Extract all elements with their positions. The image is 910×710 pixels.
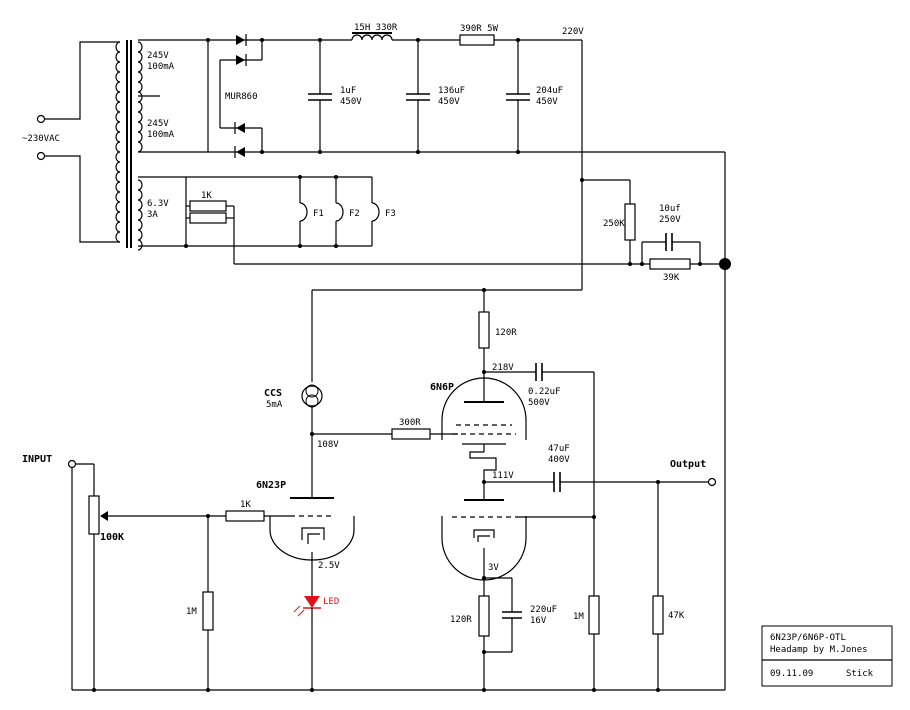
- filament-f3-label: F3: [385, 209, 396, 219]
- potentiometer-label: 100K: [100, 532, 124, 543]
- resistor-39k-label: 39K: [663, 273, 680, 283]
- filament-f1-label: F1: [313, 209, 324, 219]
- cap-47u-value: 47uF: [548, 444, 570, 454]
- resistor-300r-label: 300R: [399, 418, 421, 428]
- filament-f1-icon: [299, 202, 308, 222]
- title-line-2: Headamp by M.Jones: [770, 645, 868, 655]
- cap-10u-value: 10uf: [659, 204, 681, 214]
- resistor-120r-bottom-label: 120R: [450, 615, 472, 625]
- cap-c1-voltage: 450V: [340, 97, 362, 107]
- title-author: Stick: [846, 669, 874, 679]
- secondary-1-current: 100mA: [147, 62, 175, 72]
- mains-terminal-2: [36, 151, 46, 161]
- input-label: INPUT: [22, 454, 52, 465]
- cap-220u-value: 220uF: [530, 605, 557, 615]
- cap-022-voltage: 500V: [528, 398, 550, 408]
- mains-terminal-1: [36, 114, 46, 124]
- voltage-218v: 218V: [492, 363, 514, 373]
- output-label: Output: [670, 459, 706, 470]
- cap-022-value: 0.22uF: [528, 387, 561, 397]
- tube-6n23p: 6N23P 2.5V: [256, 480, 355, 596]
- resistor-39k: [649, 258, 691, 270]
- resistor-390r-label: 390R 5W: [460, 24, 499, 34]
- cap-c1-value: 1uF: [340, 86, 356, 96]
- resistor-250k-label: 250K: [603, 219, 625, 229]
- resistor-1m-right-label: 1M: [573, 612, 584, 622]
- secondary-2-voltage: 245V: [147, 119, 169, 129]
- cap-c3-value: 204uF: [536, 86, 563, 96]
- resistor-47k-label: 47K: [668, 611, 685, 621]
- cap-c2-voltage: 450V: [438, 97, 460, 107]
- voltage-108v: 108V: [317, 440, 339, 450]
- rectifier-bridge: MUR860: [138, 34, 263, 158]
- ccs-icon: [301, 385, 323, 407]
- led-icon: [304, 596, 320, 608]
- diode-d1-icon: [236, 35, 245, 45]
- resistor-120r-top: [478, 311, 490, 349]
- resistor-1k-grid: [225, 510, 265, 522]
- secondary-2-current: 100mA: [147, 130, 175, 140]
- mains-label: ~230VAC: [22, 134, 60, 144]
- voltage-2-5v: 2.5V: [318, 561, 340, 571]
- resistor-390r: [459, 34, 495, 46]
- heater-voltage: 6.3V: [147, 199, 169, 209]
- led-label: LED: [323, 597, 339, 607]
- resistor-1m-left-label: 1M: [186, 607, 197, 617]
- input-terminal: [67, 459, 77, 469]
- ccs: CCS 5mA 300R 108V: [264, 384, 458, 498]
- resistor-120r-top-label: 120R: [495, 328, 517, 338]
- choke-label: 15H 330R: [354, 23, 398, 33]
- heater-supply: 6.3V 3A 1K F1 F2 F3: [138, 175, 650, 265]
- cap-220u-voltage: 16V: [530, 616, 547, 626]
- ccs-label: CCS: [264, 388, 282, 399]
- secondary-1-voltage: 245V: [147, 51, 169, 61]
- voltage-111v: 111V: [492, 471, 514, 481]
- resistor-1k-grid-label: 1K: [240, 500, 251, 510]
- cap-10u-voltage: 250V: [659, 215, 681, 225]
- b-plus-distribution: 120R: [311, 288, 582, 392]
- b-plus-filter: 15H 330R 390R 5W 220V 1uF 450V 136uF 450…: [206, 23, 726, 690]
- power-transformer: [115, 40, 143, 251]
- filament-f2-icon: [335, 202, 344, 222]
- tube-6n23p-label: 6N23P: [256, 480, 286, 491]
- diode-d2-icon: [236, 55, 245, 65]
- cap-c3-voltage: 450V: [536, 97, 558, 107]
- cap-c2-value: 136uF: [438, 86, 465, 96]
- title-date: 09.11.09: [770, 669, 813, 679]
- title-block: 6N23P/6N6P-OTL Headamp by M.Jones 09.11.…: [761, 625, 893, 687]
- led: LED: [293, 596, 339, 690]
- resistor-1m-right: [588, 595, 600, 635]
- resistor-300r: [391, 428, 431, 440]
- filament-f2-label: F2: [349, 209, 360, 219]
- resistor-120r-bottom: [478, 595, 490, 637]
- output-terminal: [707, 477, 717, 487]
- diode-d3-icon: [236, 123, 245, 133]
- input-stage: INPUT 100K 1K 1M: [22, 454, 290, 690]
- filament-f3-icon: [371, 202, 380, 222]
- title-line-1: 6N23P/6N6P-OTL: [770, 633, 846, 643]
- diode-d4-icon: [236, 147, 245, 157]
- diode-label: MUR860: [225, 92, 258, 102]
- heater-current: 3A: [147, 210, 158, 220]
- resistor-250k: [624, 203, 636, 241]
- heater-elevation: 250K 10uf 250V 39K: [580, 178, 731, 283]
- resistor-1m-left: [202, 591, 214, 631]
- mains-input: ~230VAC: [22, 41, 120, 243]
- tube-6n6p-upper: 6N6P 218V 0.22uF 500V: [430, 363, 595, 596]
- cap-47u-voltage: 400V: [548, 455, 570, 465]
- wiper-arrow-icon: [100, 511, 108, 521]
- voltage-3v: 3V: [488, 563, 499, 573]
- ground-junction: [719, 258, 731, 270]
- tube-6n6p-lower: 3V: [441, 484, 596, 596]
- heater-resistor-label: 1K: [201, 191, 212, 201]
- choke-coil-icon: [351, 34, 393, 41]
- resistor-47k: [652, 595, 664, 635]
- heater-resistor-1k-a: [189, 200, 227, 212]
- heater-resistor-1k-b: [189, 212, 227, 224]
- potentiometer-100k: [88, 495, 100, 535]
- tube-6n6p-label: 6N6P: [430, 382, 454, 393]
- ccs-current: 5mA: [266, 400, 283, 410]
- b-plus-voltage: 220V: [562, 27, 584, 37]
